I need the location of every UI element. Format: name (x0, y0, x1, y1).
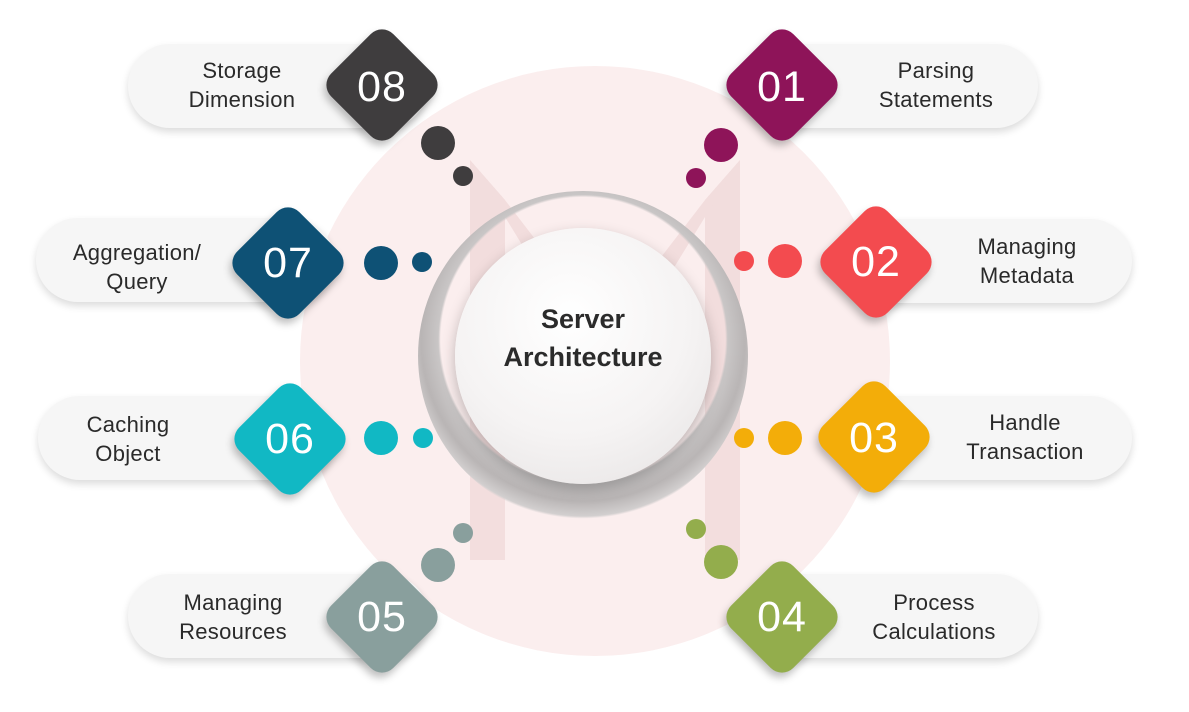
item-06-dot-large (364, 421, 398, 455)
item-04-number: 04 (757, 593, 807, 641)
item-02-line2: Metadata (979, 263, 1075, 288)
item-08-line2: Dimension (188, 87, 296, 112)
item-08-dot-large (421, 126, 455, 160)
center-title-line1: Server (540, 304, 626, 334)
item-04-line2: Calculations (872, 619, 996, 644)
item-01-label: Parsing Statements (838, 56, 1034, 114)
item-02-dot-large (768, 244, 802, 278)
item-06-label: Caching Object (70, 410, 186, 468)
item-03-line1: Handle (989, 410, 1061, 435)
item-03-number: 03 (849, 414, 899, 462)
item-04-dot-small (686, 519, 706, 539)
item-03-label: Handle Transaction (940, 408, 1110, 466)
item-06-dot-small (413, 428, 433, 448)
center-disc (455, 228, 711, 484)
item-04-label: Process Calculations (846, 588, 1022, 646)
item-02-line1: Managing (977, 234, 1077, 259)
item-07-number: 07 (263, 239, 313, 287)
item-06-number: 06 (265, 415, 315, 463)
item-07-line1: Aggregation/ (72, 240, 202, 265)
item-03-dot-large (768, 421, 802, 455)
item-02-dot-small (734, 251, 754, 271)
item-08-label: Storage Dimension (160, 56, 324, 114)
item-08-dot-small (453, 166, 473, 186)
item-08-line1: Storage (202, 58, 282, 83)
item-07-dot-large (364, 246, 398, 280)
center-title-line2: Architecture (503, 342, 663, 372)
item-07-label: Aggregation/ Query (46, 238, 228, 296)
item-01-line2: Statements (878, 87, 994, 112)
item-02-label: Managing Metadata (930, 232, 1124, 290)
item-04-line1: Process (893, 590, 975, 615)
item-05-label: Managing Resources (150, 588, 316, 646)
item-01-dot-small (686, 168, 706, 188)
item-03-dot-small (734, 428, 754, 448)
item-06-line2: Object (95, 441, 161, 466)
item-04-dot-large (704, 545, 738, 579)
item-05-line1: Managing (183, 590, 283, 615)
item-05-dot-small (453, 523, 473, 543)
item-01-number: 01 (757, 63, 807, 111)
item-01-dot-large (704, 128, 738, 162)
item-05-dot-large (421, 548, 455, 582)
center-title: Server Architecture (455, 300, 711, 376)
item-07-dot-small (412, 252, 432, 272)
item-05-number: 05 (357, 593, 407, 641)
item-01-line1: Parsing (897, 58, 975, 83)
item-06-line1: Caching (86, 412, 170, 437)
item-08-number: 08 (357, 63, 407, 111)
item-02-number: 02 (851, 238, 901, 286)
item-07-line2: Query (106, 269, 168, 294)
item-03-line2: Transaction (966, 439, 1084, 464)
item-05-line2: Resources (179, 619, 287, 644)
